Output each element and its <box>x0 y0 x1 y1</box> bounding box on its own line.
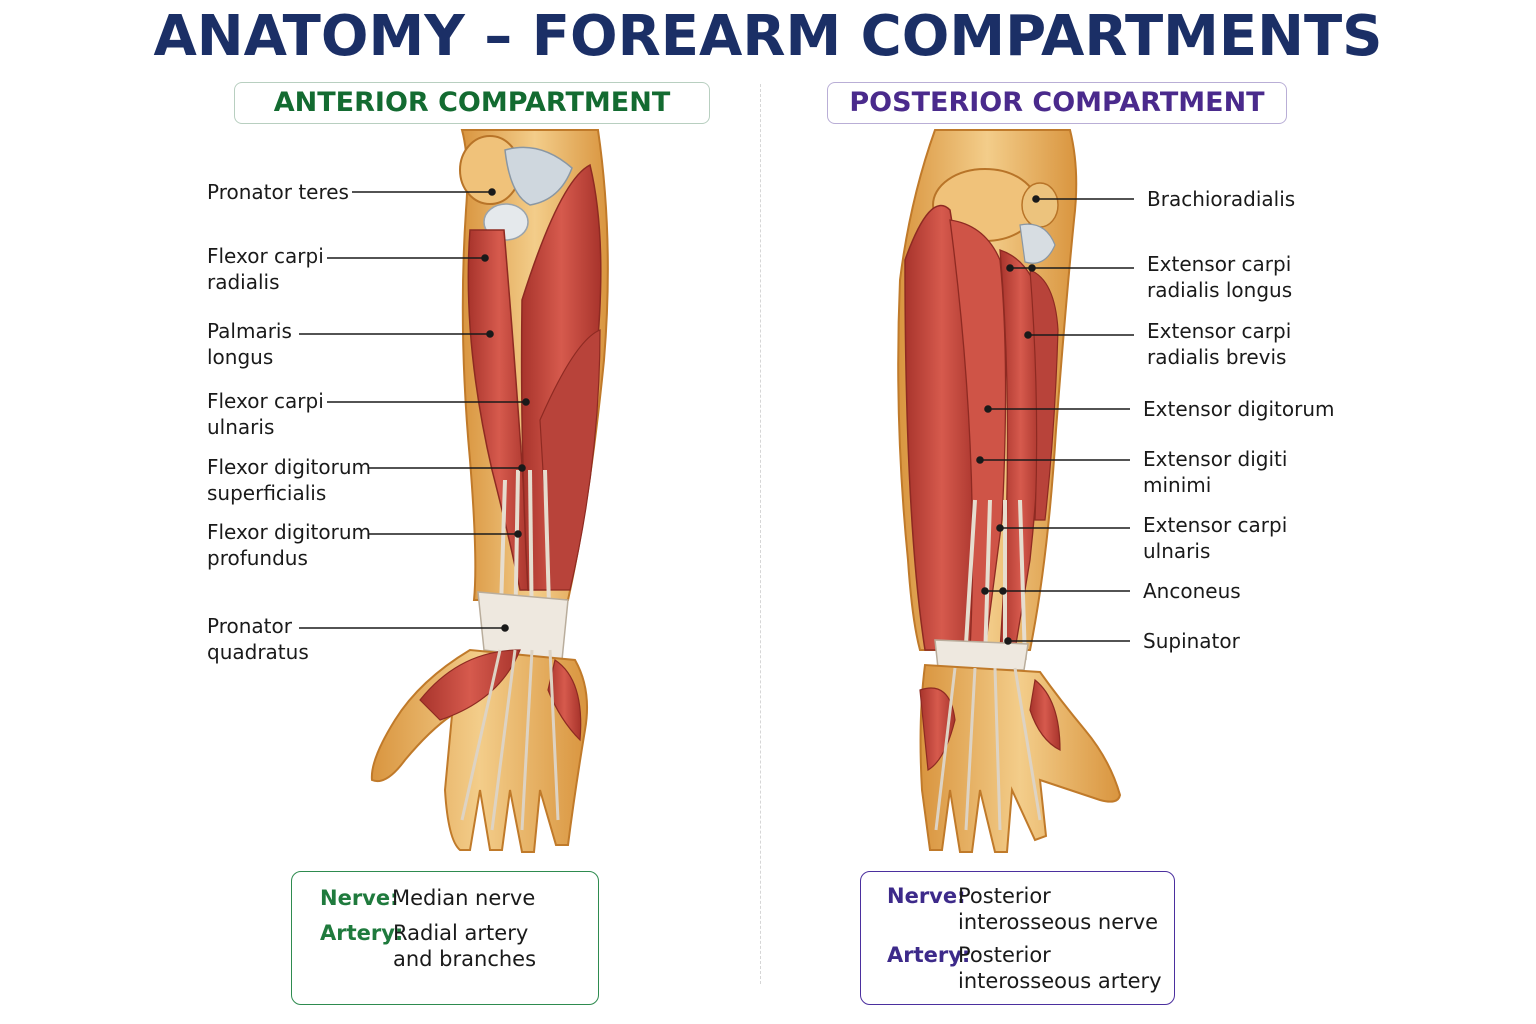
artery-value-line1: Posterior <box>958 943 1051 967</box>
artery-key: Artery: <box>887 943 971 967</box>
posterior-info-box: Nerve: Posterior interosseous nerve Arte… <box>860 871 1175 1005</box>
anterior-info-box: Nerve: Median nerve Artery: Radial arter… <box>291 871 599 1005</box>
label-brachioradialis: Brachioradialis <box>1147 187 1296 211</box>
label-anconeus: Anconeus <box>1143 579 1241 603</box>
nerve-key: Nerve: <box>320 886 399 910</box>
page-title: ANATOMY – FOREARM COMPARTMENTS <box>153 4 1383 69</box>
artery-key: Artery: <box>320 921 404 945</box>
anterior-compartment-header: ANTERIOR COMPARTMENT <box>234 82 710 124</box>
posterior-compartment-header: POSTERIOR COMPARTMENT <box>827 82 1287 124</box>
artery-value-line2: and branches <box>393 947 537 971</box>
artery-value-line2: interosseous artery <box>958 969 1162 993</box>
nerve-value-line2: interosseous nerve <box>958 910 1159 934</box>
nerve-key: Nerve: <box>887 884 966 908</box>
anterior-leader-lines <box>299 188 530 632</box>
artery-value-line1: Radial artery <box>393 921 529 945</box>
flexor-retinaculum <box>477 591 569 661</box>
label-pronator-teres: Pronator teres <box>207 180 349 204</box>
label-supinator: Supinator <box>1143 629 1240 653</box>
label-extensor-digitorum: Extensor digitorum <box>1143 397 1335 421</box>
nerve-value: Median nerve <box>392 886 536 910</box>
center-divider <box>760 84 761 984</box>
nerve-value-line1: Posterior <box>958 884 1051 908</box>
posterior-leader-lines <box>976 195 1134 645</box>
extensor-retinaculum <box>934 639 1029 671</box>
anterior-forearm-drawing <box>370 129 609 853</box>
posterior-forearm-drawing <box>897 129 1122 853</box>
